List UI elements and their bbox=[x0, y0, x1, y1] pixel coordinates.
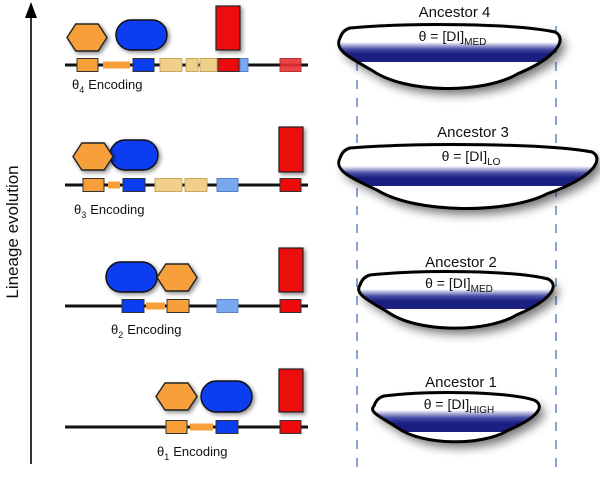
ancestor-title: Ancestor 4 bbox=[419, 4, 491, 21]
binding-sites bbox=[82, 178, 302, 192]
binding-sites bbox=[121, 299, 302, 313]
binding-sites bbox=[76, 58, 302, 72]
dorsal-gradient-band bbox=[372, 410, 540, 432]
blue-site bbox=[122, 178, 146, 192]
lightblue-site bbox=[216, 178, 239, 192]
red-site bbox=[279, 178, 302, 192]
dorsal-gradient-band bbox=[338, 42, 561, 62]
ancestor-title: Ancestor 3 bbox=[437, 124, 509, 141]
tan-site bbox=[159, 58, 183, 72]
tan-site bbox=[184, 178, 208, 192]
embryo-guides bbox=[356, 26, 557, 470]
tan-site bbox=[199, 58, 218, 72]
lineage-axis: Lineage evolution bbox=[3, 2, 37, 464]
blue-factor bbox=[200, 380, 253, 413]
ancestor-title: Ancestor 1 bbox=[425, 374, 497, 391]
dorsal-gradient-band bbox=[338, 166, 597, 186]
ancestor-embryo-1: Ancestor 1 θ = [DI]HIGH bbox=[371, 374, 541, 444]
theta-equation: θ = [DI]HIGH bbox=[424, 396, 495, 416]
red-site-faded bbox=[279, 58, 302, 72]
dorsal-gradient-band bbox=[358, 289, 554, 309]
ancestor-embryo-2: Ancestor 2 θ = [DI]MED bbox=[357, 254, 555, 330]
transcription-factors bbox=[155, 368, 304, 413]
red-factor bbox=[278, 126, 304, 173]
blue-factor bbox=[109, 139, 159, 171]
binding-sites bbox=[165, 420, 302, 434]
axis-label: Lineage evolution bbox=[3, 165, 22, 298]
orange-site bbox=[166, 299, 190, 313]
transcription-factors bbox=[72, 126, 304, 173]
theta-equation: θ = [DI]MED bbox=[425, 275, 493, 295]
orange-factor bbox=[155, 382, 198, 411]
tan-site bbox=[154, 178, 183, 192]
red-site bbox=[279, 420, 302, 434]
lightblue-site bbox=[239, 58, 249, 72]
orange-spacer bbox=[108, 181, 120, 189]
blue-site bbox=[132, 58, 155, 72]
theta-equation: θ = [DI]LO bbox=[442, 148, 501, 168]
orange-site bbox=[76, 58, 99, 72]
red-site bbox=[217, 58, 240, 72]
ancestor-embryo-4: Ancestor 4 θ = [DI]MED bbox=[337, 4, 562, 90]
red-factor bbox=[215, 5, 241, 51]
tan-site bbox=[185, 58, 199, 72]
embryo-outline bbox=[357, 270, 555, 330]
theta-equation: θ = [DI]MED bbox=[419, 28, 487, 48]
transcription-factors bbox=[105, 247, 304, 293]
orange-spacer bbox=[103, 61, 130, 69]
orange-factor bbox=[72, 142, 114, 171]
blue-factor bbox=[115, 19, 168, 51]
orange-spacer bbox=[190, 423, 213, 431]
ancestor-title: Ancestor 2 bbox=[425, 254, 497, 271]
blue-site bbox=[215, 420, 239, 434]
red-factor bbox=[278, 247, 304, 293]
transcription-factors bbox=[66, 5, 241, 52]
blue-factor bbox=[105, 261, 158, 293]
red-site bbox=[279, 299, 302, 313]
orange-site bbox=[82, 178, 105, 192]
orange-factor bbox=[66, 23, 108, 52]
arrow-up-icon bbox=[25, 2, 37, 18]
red-factor bbox=[278, 368, 304, 413]
ancestor-embryo-3: Ancestor 3 θ = [DI]LO bbox=[337, 124, 599, 210]
embryo-outline bbox=[337, 23, 562, 90]
orange-factor bbox=[156, 263, 198, 292]
embryo-outline bbox=[337, 143, 599, 210]
embryo-outline bbox=[371, 391, 541, 444]
orange-spacer bbox=[146, 302, 165, 310]
blue-site bbox=[121, 299, 145, 313]
lightblue-site bbox=[216, 299, 239, 313]
orange-site bbox=[165, 420, 188, 434]
